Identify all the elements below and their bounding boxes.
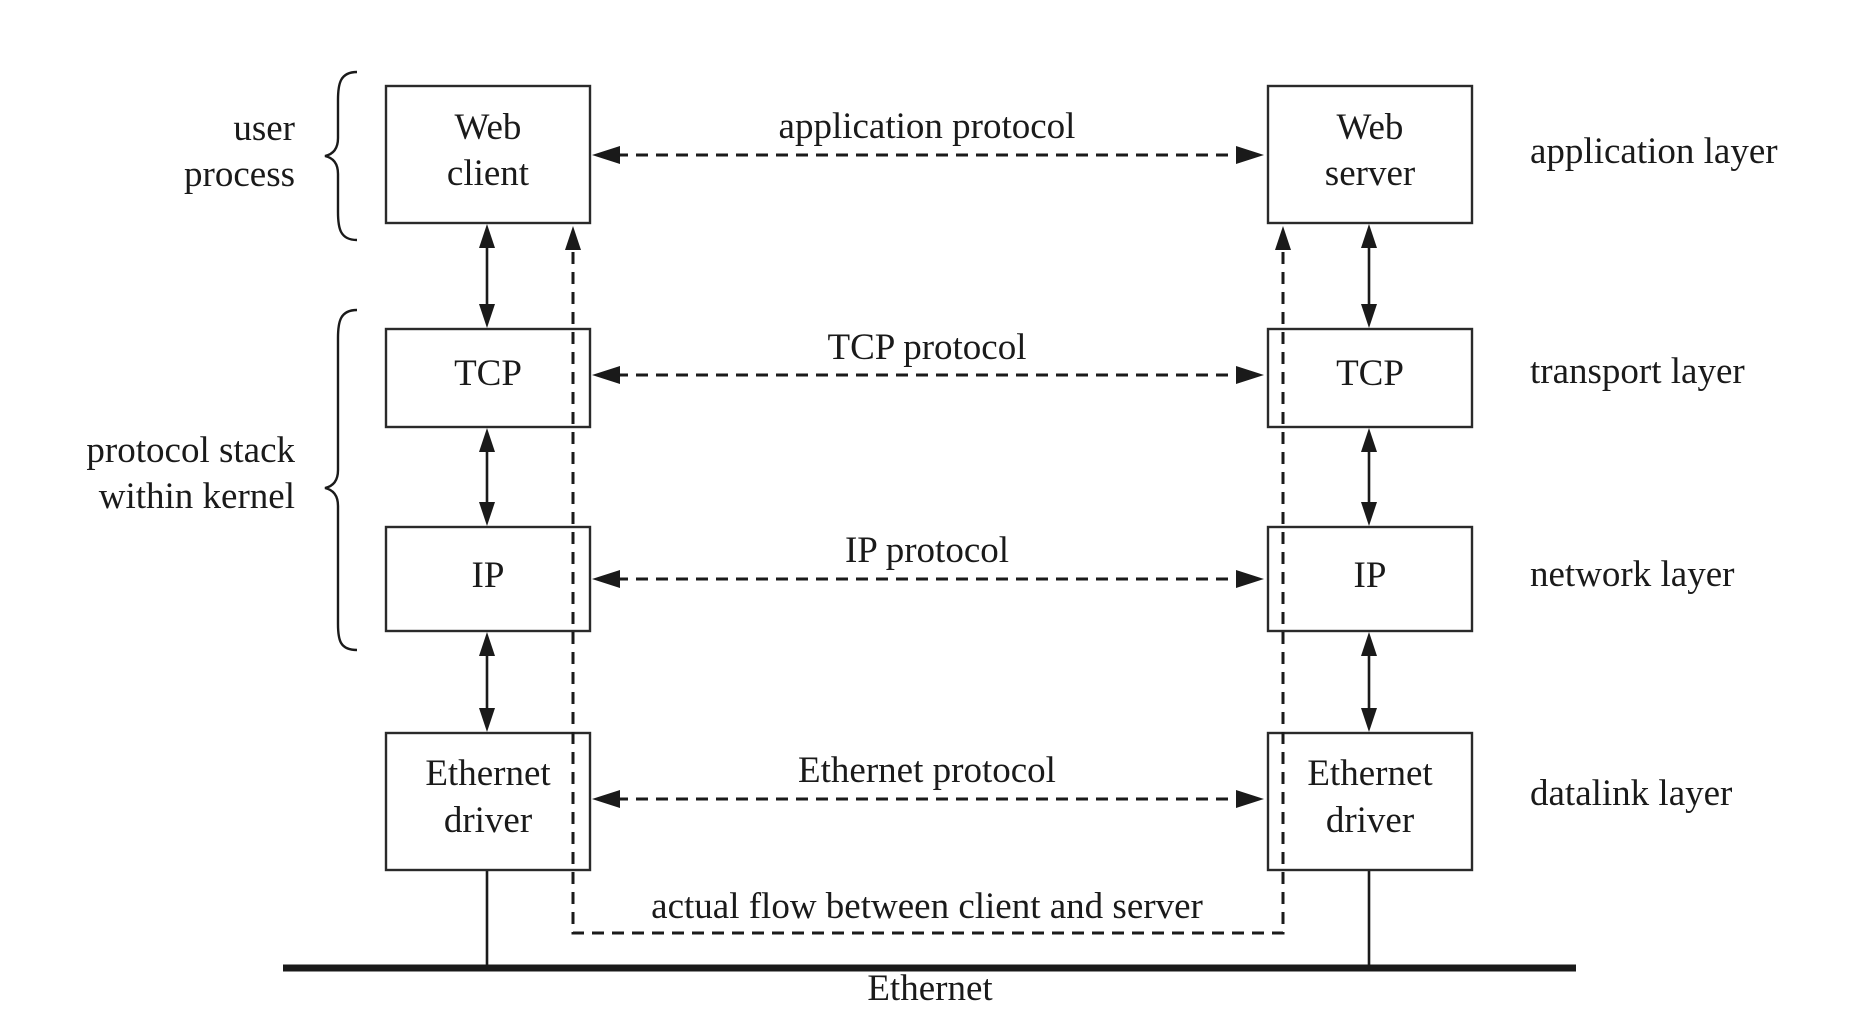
client-tcp-ip-arrow-up	[479, 428, 495, 452]
kernel-label-line1: protocol stack	[86, 430, 295, 471]
ethernet-protocol-arrowhead-right	[1236, 790, 1264, 808]
ip-protocol-arrowhead-left	[592, 570, 620, 588]
user-process-label-line1: user	[233, 108, 295, 149]
application-protocol-arrowhead-left	[592, 146, 620, 164]
application-protocol-arrowhead-right	[1236, 146, 1264, 164]
client-eth-label-line1: Ethernet	[425, 753, 551, 794]
client-eth-label-line2: driver	[444, 800, 532, 841]
server-tcp-ip-arrow-down	[1361, 502, 1377, 526]
server-ip-label: IP	[1354, 555, 1387, 596]
user-process-brace	[324, 70, 358, 242]
client-tcp-ip-arrow-down	[479, 502, 495, 526]
server-web-tcp-arrow-down	[1361, 304, 1377, 328]
tcp-protocol-label: TCP protocol	[827, 327, 1026, 368]
server-ethernet-driver-box: Ethernet driver	[1266, 731, 1474, 872]
server-ip-box: IP	[1266, 525, 1474, 633]
server-web-tcp-arrow-up	[1361, 224, 1377, 248]
client-web-label-line1: Web	[455, 107, 522, 148]
ethernet-protocol-arrowhead-left	[592, 790, 620, 808]
ip-protocol-label: IP protocol	[845, 530, 1009, 571]
actual-flow-arrowhead-client	[565, 226, 581, 250]
server-tcp-box: TCP	[1266, 327, 1474, 429]
client-tcp-label: TCP	[454, 353, 522, 394]
server-ip-eth-arrow-down	[1361, 708, 1377, 732]
client-ip-box: IP	[384, 525, 592, 633]
client-web-label-line2: client	[447, 153, 530, 194]
client-web-tcp-arrow-down	[479, 304, 495, 328]
datalink-layer-label: datalink layer	[1530, 773, 1732, 814]
kernel-brace	[324, 308, 358, 652]
server-web-label-line2: server	[1325, 153, 1415, 194]
application-protocol-label: application protocol	[779, 106, 1076, 147]
ip-protocol-arrowhead-right	[1236, 570, 1264, 588]
user-process-label-line2: process	[184, 154, 295, 195]
client-web-tcp-arrow-up	[479, 224, 495, 248]
network-layer-label: network layer	[1530, 554, 1734, 595]
server-tcp-ip-arrow-up	[1361, 428, 1377, 452]
server-eth-label-line1: Ethernet	[1307, 753, 1433, 794]
client-ip-label: IP	[472, 555, 505, 596]
server-web-box: Web server	[1266, 84, 1474, 225]
client-ethernet-driver-box: Ethernet driver	[384, 731, 592, 872]
client-ip-eth-arrow-up	[479, 632, 495, 656]
kernel-label-line2: within kernel	[99, 476, 295, 517]
tcp-protocol-arrowhead-right	[1236, 366, 1264, 384]
client-ip-eth-arrow-down	[479, 708, 495, 732]
server-ip-eth-arrow-up	[1361, 632, 1377, 656]
client-tcp-box: TCP	[384, 327, 592, 429]
tcp-protocol-arrowhead-left	[592, 366, 620, 384]
server-eth-label-line2: driver	[1326, 800, 1414, 841]
actual-flow-label: actual flow between client and server	[651, 886, 1203, 927]
server-tcp-label: TCP	[1336, 353, 1404, 394]
server-web-label-line1: Web	[1337, 107, 1404, 148]
client-web-box: Web client	[384, 84, 592, 225]
actual-flow-arrowhead-server	[1275, 226, 1291, 250]
transport-layer-label: transport layer	[1530, 351, 1745, 392]
ethernet-protocol-label: Ethernet protocol	[798, 750, 1056, 791]
ethernet-bus-label: Ethernet	[867, 968, 993, 1009]
application-layer-label: application layer	[1530, 131, 1778, 172]
